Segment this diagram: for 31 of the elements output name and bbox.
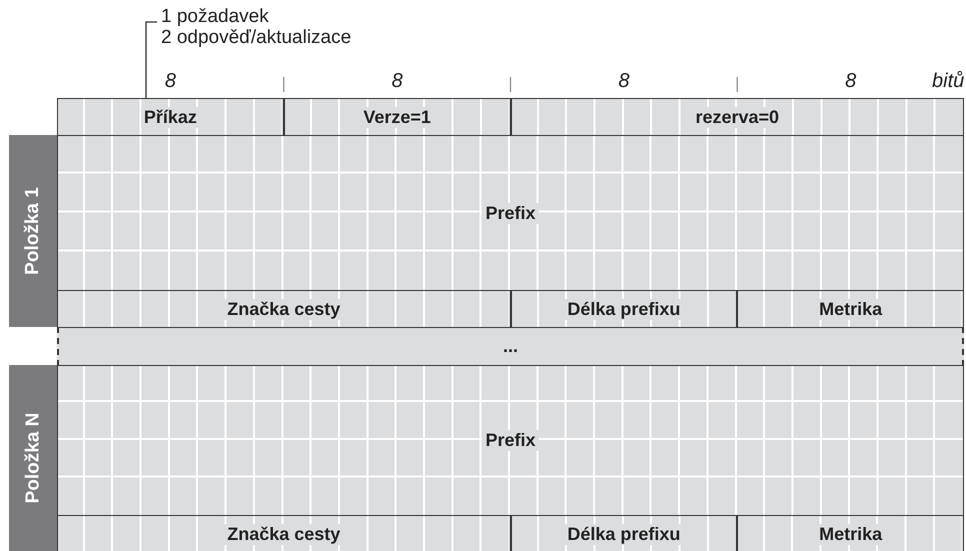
field-label: Značka cesty [224, 524, 344, 544]
field-box [57, 515, 510, 551]
field-box [737, 515, 964, 551]
bit-width-label: 8 [618, 70, 630, 93]
field-box [510, 290, 738, 328]
field-box [57, 98, 284, 136]
entry-band [9, 365, 57, 551]
entry-label: Položka 1 [22, 187, 44, 275]
field-box [57, 290, 510, 328]
legend-text: 2 odpověď/aktualizace [161, 27, 352, 48]
legend-text: 1 požadavek [161, 6, 270, 27]
field-label: Délka prefixu [564, 524, 684, 544]
bit-width-label: 8 [845, 70, 856, 93]
entry-band [9, 135, 57, 327]
unit-label: bitů [932, 70, 964, 93]
entry-label: Položka N [22, 412, 44, 504]
field-box [737, 290, 964, 328]
ellipsis-row [57, 327, 964, 366]
field-box [284, 98, 510, 136]
leader-line [145, 21, 157, 98]
field-box [57, 365, 964, 516]
bit-width-label: 8 [392, 70, 403, 93]
field-label: Značka cesty [224, 298, 344, 320]
field-box [57, 135, 964, 291]
field-box [510, 515, 738, 551]
field-label: Délka prefixu [564, 298, 684, 320]
field-label: Prefix [482, 430, 539, 451]
field-box [510, 98, 964, 136]
field-label: Prefix [482, 202, 539, 224]
field-label: Příkaz [140, 106, 200, 128]
bit-width-label: 8 [164, 70, 176, 93]
